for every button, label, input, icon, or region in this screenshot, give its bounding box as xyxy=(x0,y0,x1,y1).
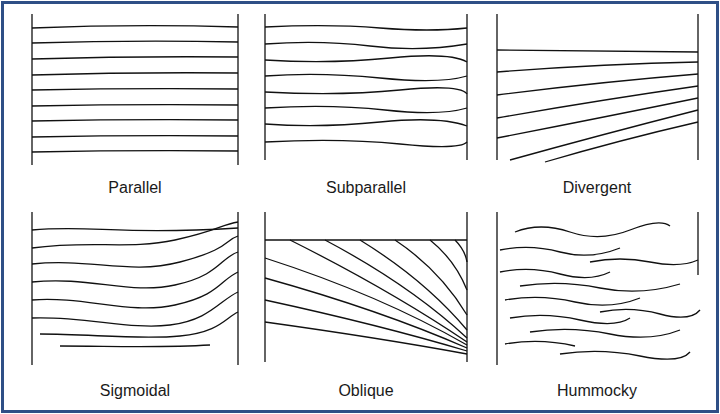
sigmoidal-label: Sigmoidal xyxy=(98,382,172,400)
parallel-pattern xyxy=(32,14,238,165)
divergent-pattern xyxy=(497,14,698,162)
sigmoidal-pattern xyxy=(32,212,238,365)
oblique-pattern xyxy=(265,212,467,362)
divergent-label: Divergent xyxy=(561,179,633,197)
subparallel-label: Subparallel xyxy=(324,179,408,197)
oblique-label: Oblique xyxy=(336,382,395,400)
subparallel-pattern xyxy=(265,14,467,160)
hummocky-pattern xyxy=(497,212,700,365)
outer-frame xyxy=(3,3,718,412)
parallel-label: Parallel xyxy=(106,179,163,197)
hummocky-label: Hummocky xyxy=(555,382,639,400)
